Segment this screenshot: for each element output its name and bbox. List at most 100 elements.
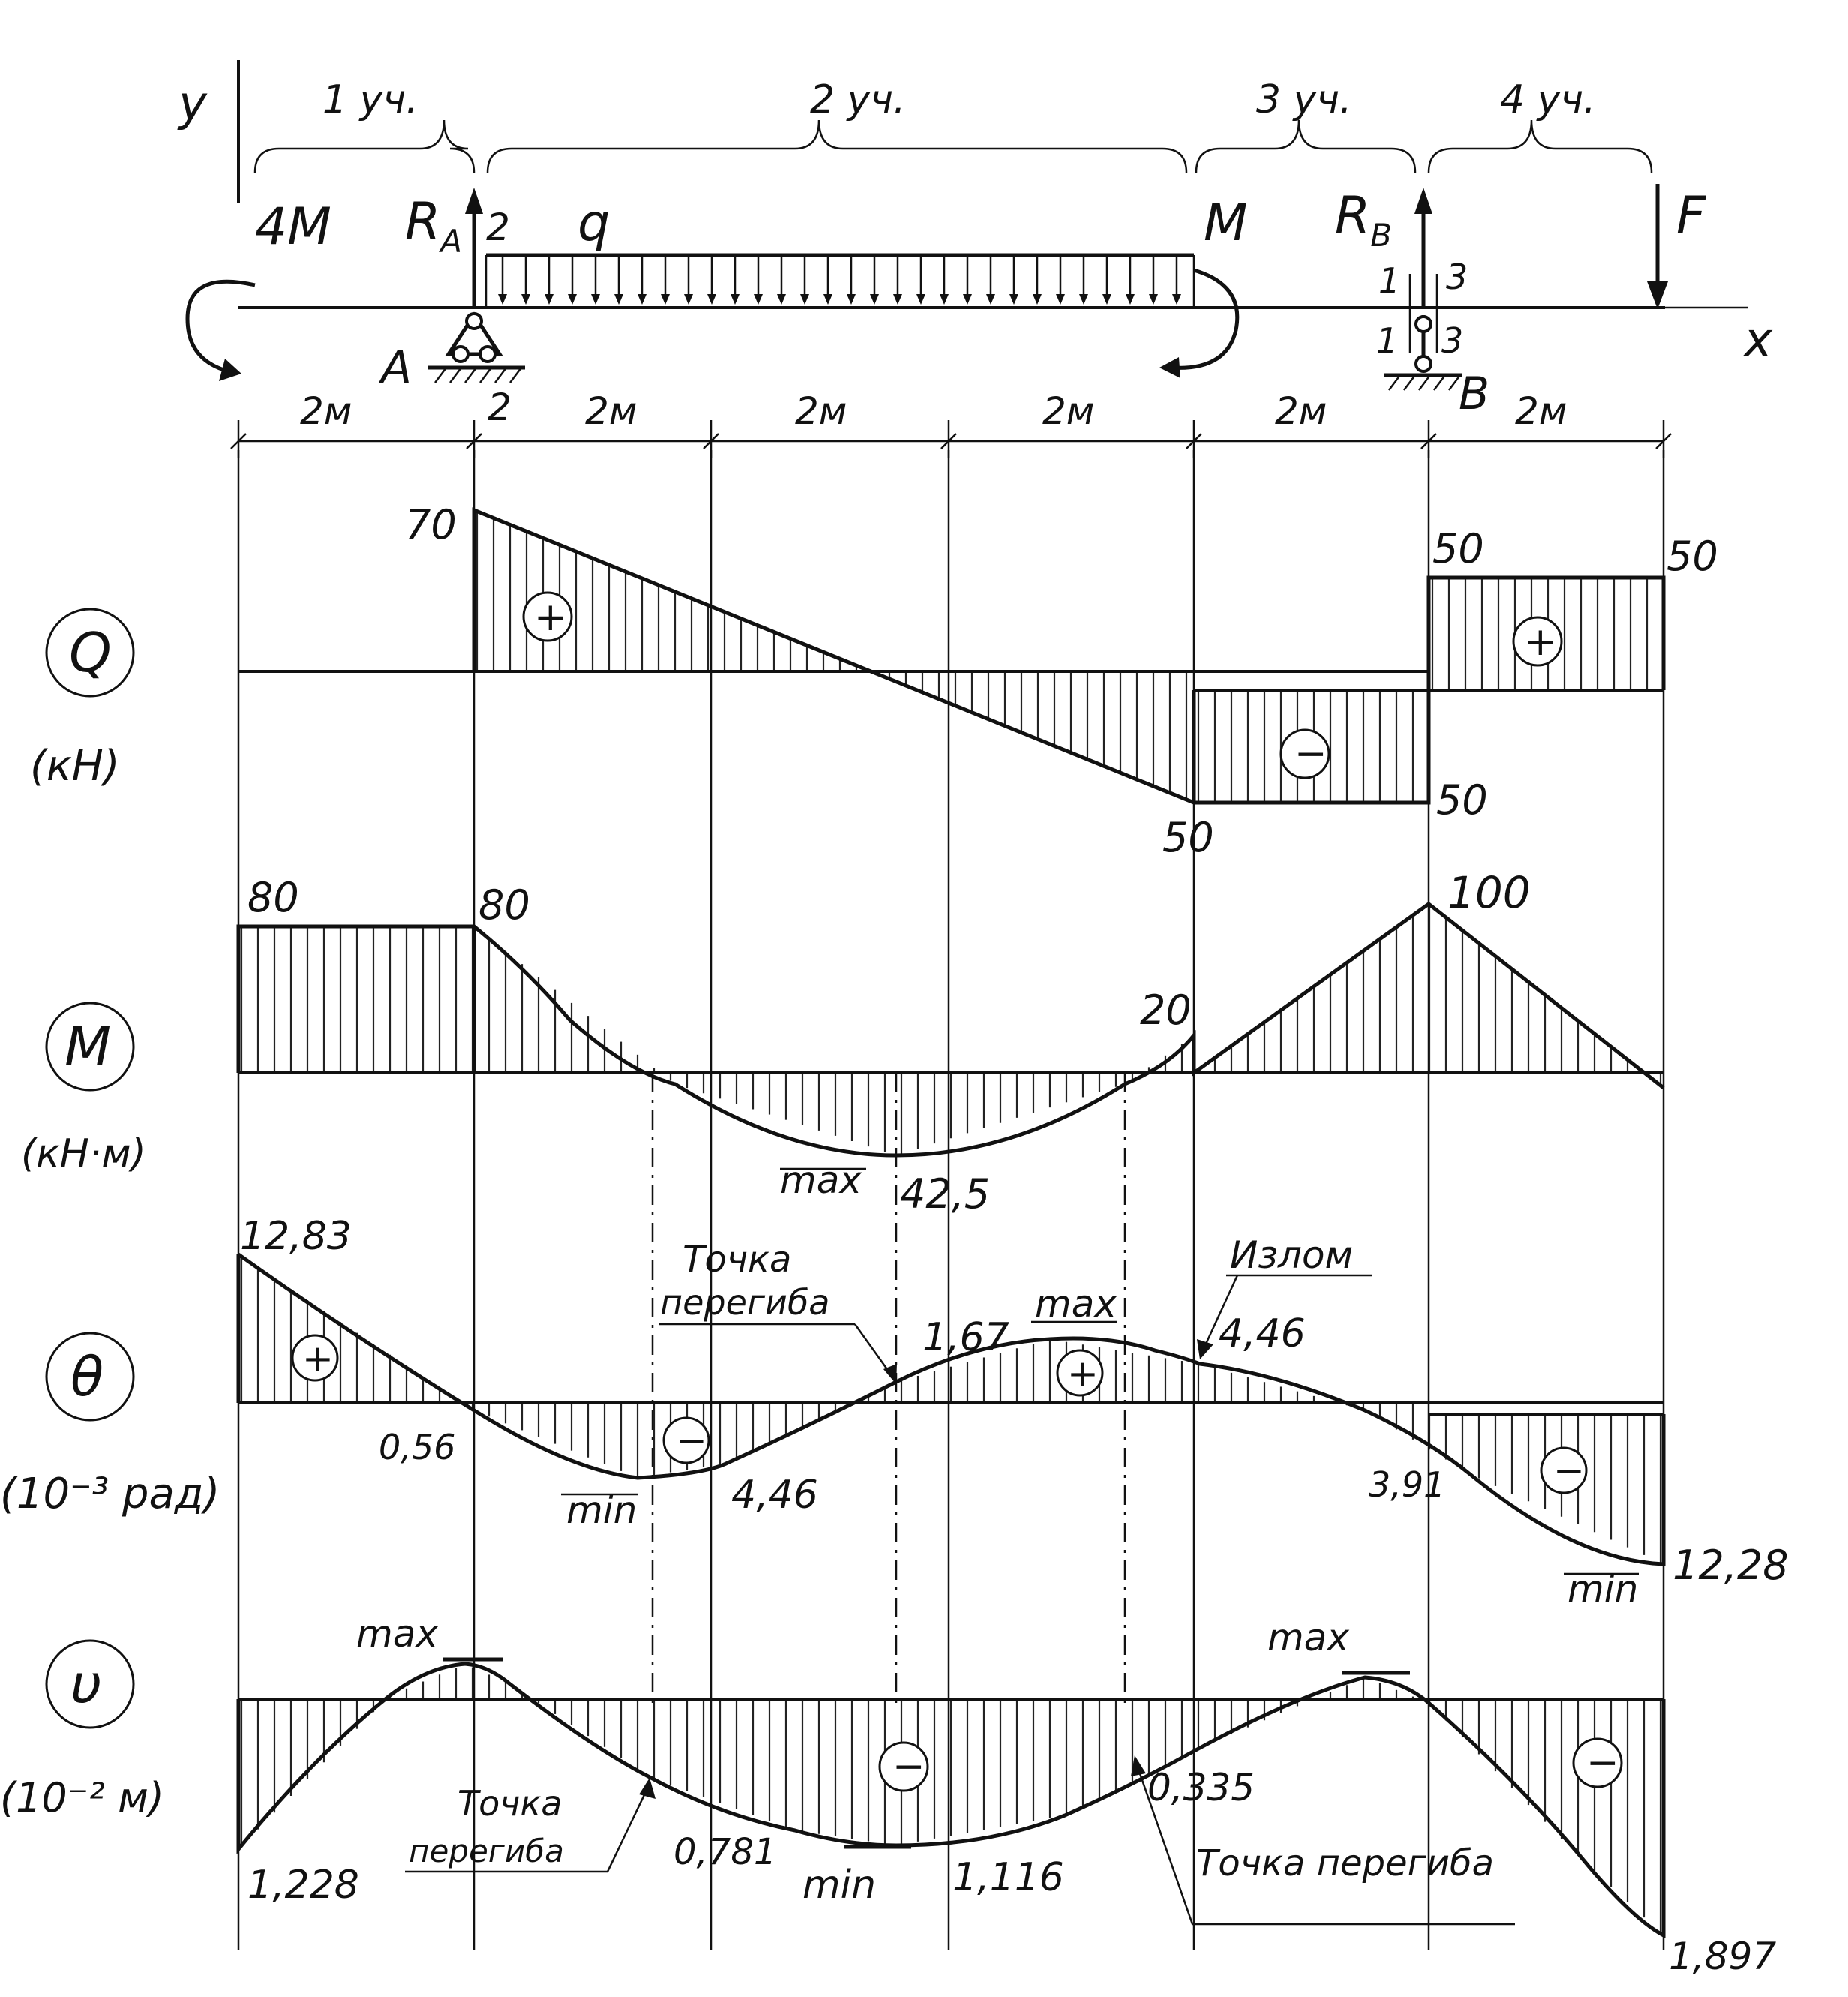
- dimension-label-1: 2м: [300, 389, 352, 433]
- load-q-arrow-tip: [1102, 294, 1112, 305]
- support-a-roller-1: [452, 345, 470, 363]
- load-q-arrow-tip: [614, 294, 623, 305]
- beam-scheme: y 1 уч. 2 уч. 3 уч. 4 уч. x 4M RA A 2 2: [177, 60, 1773, 458]
- dimension-label-5: 2м: [1275, 389, 1328, 433]
- load-q-arrow-tip: [1126, 294, 1135, 305]
- theta-kink-leader: [1202, 1275, 1239, 1351]
- v-minus-circle-1: [878, 1741, 929, 1792]
- load-q-arrow-tip: [544, 294, 554, 305]
- theta-label-4-46-low: 4,46: [731, 1473, 818, 1518]
- v-hatching: [240, 1667, 1662, 1933]
- moment-4m-arrow: [185, 279, 256, 374]
- q-unit: (кН): [30, 742, 120, 791]
- v-label-0-781: 0,781: [674, 1831, 776, 1873]
- theta-inflection-label-2: перегиба: [660, 1282, 830, 1323]
- moment-m-label: M: [1204, 194, 1248, 253]
- q-label-70: 70: [405, 501, 457, 548]
- q-label-50-top-right: 50: [1666, 533, 1718, 580]
- theta-label-min-1: min: [566, 1488, 637, 1532]
- q-plus-sign-circle-2: [1512, 616, 1563, 667]
- load-q-arrow-tip: [824, 294, 832, 305]
- v-label-min: min: [802, 1863, 876, 1908]
- load-q-arrow-tip: [521, 294, 530, 305]
- v-inflection-2-label: Точка перегиба: [1196, 1842, 1494, 1884]
- dimension-label-4: 2м: [1042, 389, 1095, 433]
- load-q-arrow-tip: [591, 294, 600, 305]
- q-symbol-circle: [45, 608, 135, 698]
- theta-minus-sign-2: −: [1553, 1449, 1585, 1492]
- brace-section-3: [1195, 119, 1417, 173]
- m-label-42-5: 42,5: [900, 1170, 990, 1218]
- point-a-label: A: [378, 341, 412, 394]
- load-q-arrow-tip: [800, 294, 809, 305]
- theta-label-max: max: [1035, 1282, 1117, 1326]
- theta-symbol: θ: [70, 1345, 104, 1408]
- support-b-hinge-top: [1414, 315, 1432, 333]
- x-axis-label: x: [1742, 313, 1773, 368]
- m-label-100: 100: [1448, 867, 1531, 918]
- q-plus-sign-1: +: [534, 595, 567, 640]
- reaction-b-arrowhead: [1414, 188, 1432, 214]
- dimension-label-2: 2м: [585, 389, 638, 433]
- q-diagram: Q (кН) 70 50 50 50 50 + − +: [30, 501, 1718, 861]
- section-mark-3-top: 3: [1446, 257, 1468, 297]
- theta-minus-sign-1: −: [676, 1419, 707, 1462]
- point-b-label: B: [1459, 368, 1490, 420]
- q-label-50-top-left: 50: [1432, 525, 1484, 572]
- theta-plus-sign-1: +: [302, 1337, 334, 1380]
- force-f-label: F: [1676, 186, 1706, 245]
- v-label-0-335: 0,335: [1148, 1766, 1255, 1809]
- theta-outline: [236, 1252, 1666, 1566]
- v-inflection-2-leader: [1135, 1762, 1194, 1925]
- theta-hatching: [240, 1256, 1662, 1563]
- brace-section-1: [254, 119, 476, 173]
- v-minus-circle-2: [1572, 1737, 1623, 1788]
- v-inflection-1-label-1: Точка: [458, 1783, 562, 1824]
- force-f-arrowhead: [1647, 281, 1668, 309]
- brace-section-2: [486, 119, 1188, 173]
- load-q-arrow-tip: [661, 294, 670, 305]
- v-outline: [236, 1662, 1666, 1939]
- reaction-b-label: RB: [1335, 186, 1392, 254]
- q-hatching: [476, 511, 1648, 803]
- load-q-arrow-tip: [1010, 294, 1018, 305]
- theta-label-3-91: 3,91: [1369, 1464, 1445, 1505]
- m-label-20: 20: [1140, 986, 1192, 1034]
- section-label-4: 4 уч.: [1500, 77, 1596, 122]
- theta-kink-label: Излом: [1230, 1233, 1353, 1277]
- load-q-arrow-tip: [707, 294, 716, 305]
- theta-minus-circle-1: [662, 1416, 710, 1464]
- reaction-a-arrowhead: [465, 188, 483, 214]
- reaction-a-label: RA: [405, 192, 462, 260]
- v-label-max-2: max: [1268, 1616, 1349, 1659]
- theta-label-1-67: 1,67: [922, 1315, 1010, 1360]
- theta-label-12-28: 12,28: [1672, 1542, 1789, 1589]
- q-symbol: Q: [69, 621, 112, 684]
- section-mark-1-bottom: 1: [1376, 320, 1398, 361]
- load-q-arrow-tip: [1033, 294, 1042, 305]
- load-q-arrow-tip: [916, 294, 926, 305]
- v-inflection-1-arrowhead: [639, 1778, 656, 1799]
- theta-label-0-56: 0,56: [379, 1427, 455, 1467]
- v-label-1-897: 1,897: [1669, 1935, 1776, 1978]
- m-label-80-left: 80: [248, 874, 299, 921]
- support-b-ground-hatch: [1388, 374, 1461, 391]
- q-plus-sign-circle-1: [522, 591, 573, 642]
- load-q-arrow-tip: [986, 294, 995, 305]
- support-b-hinge-bottom: [1414, 355, 1432, 373]
- moment-m-arrowhead: [1160, 357, 1180, 378]
- v-symbol: υ: [70, 1653, 102, 1716]
- theta-inflection-arrowhead: [884, 1364, 897, 1384]
- support-a-roller-2: [478, 345, 496, 363]
- moment-4m-arrowhead: [219, 359, 242, 381]
- v-diagram: υ (10⁻² м) 1,228 0,781 1,116 0,335 1,897…: [0, 1612, 1776, 1978]
- load-q-arrow-tip: [963, 294, 972, 305]
- dimension-label-3: 2м: [795, 389, 848, 433]
- v-label-1-116: 1,116: [952, 1855, 1064, 1900]
- q-plus-sign-2: +: [1524, 620, 1557, 665]
- m-outline: [236, 901, 1665, 1158]
- dimension-ticks: [230, 420, 1672, 458]
- section-label-1: 1 уч.: [322, 77, 418, 122]
- moment-4m-label: 4M: [255, 197, 332, 257]
- m-hatching: [240, 904, 1662, 1154]
